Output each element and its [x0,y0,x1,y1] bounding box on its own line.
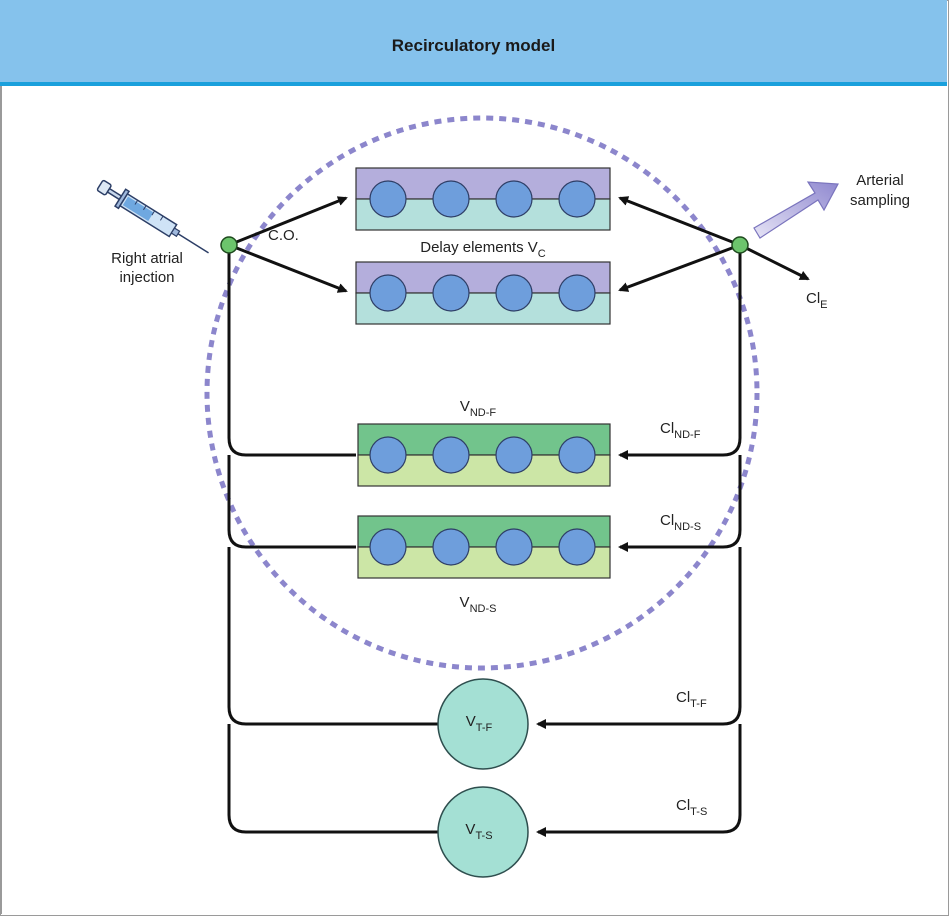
left-trunk-t-f [227,547,438,726]
sampling-label-line2: sampling [850,192,910,209]
v-t-f-label: VT-F [466,713,493,734]
syringe-icon [96,179,209,254]
delay-element-lower [355,261,611,325]
right-trunk-t-s [536,724,742,837]
sampling-node [731,236,749,254]
delay-element-upper [355,167,611,231]
sampling-label-line1: Arterial [856,172,904,189]
co-arrow-lower [228,243,348,293]
page-title: Recirculatory model [391,36,556,55]
right-trunk-t-f [536,547,742,729]
v-nd-s-label: VND-S [460,594,497,615]
cl-t-f-label: ClT-F [676,689,707,710]
elimination-arrow [739,243,810,281]
return-arrow-upper [618,196,741,247]
v-t-s-label: VT-S [465,821,492,842]
delay-elements-label: Delay elements VC [420,239,546,260]
v-nd-f-label: VND-F [460,398,497,419]
injection-label-line2: injection [119,269,174,286]
cl-nd-s-label: ClND-S [660,512,701,533]
left-trunk-t-s [227,724,438,834]
central-volume-dashed-circle [204,115,760,671]
co-arrow-upper [228,196,348,247]
return-arrow-lower [618,243,741,292]
left-trunk-nd-f [227,245,356,457]
nondistributive-fast-compartment [357,423,611,487]
header-bar: Recirculatory model [0,0,947,86]
right-trunk-nd-f [618,245,742,460]
arterial-sampling-arrow [753,181,839,239]
left-border [0,86,2,914]
right-trunk-nd-s [618,455,742,552]
cl-nd-f-label: ClND-F [660,420,701,441]
injection-label-line1: Right atrial [111,250,183,267]
tissue-slow-compartment [437,786,529,878]
left-trunk-nd-s [227,455,356,549]
cl-t-s-label: ClT-S [676,797,707,818]
nondistributive-slow-compartment [357,515,611,579]
cl-e-label: ClE [806,290,828,311]
tissue-fast-compartment [437,678,529,770]
injection-node [220,236,238,254]
cardiac-output-label: C.O. [268,227,299,244]
